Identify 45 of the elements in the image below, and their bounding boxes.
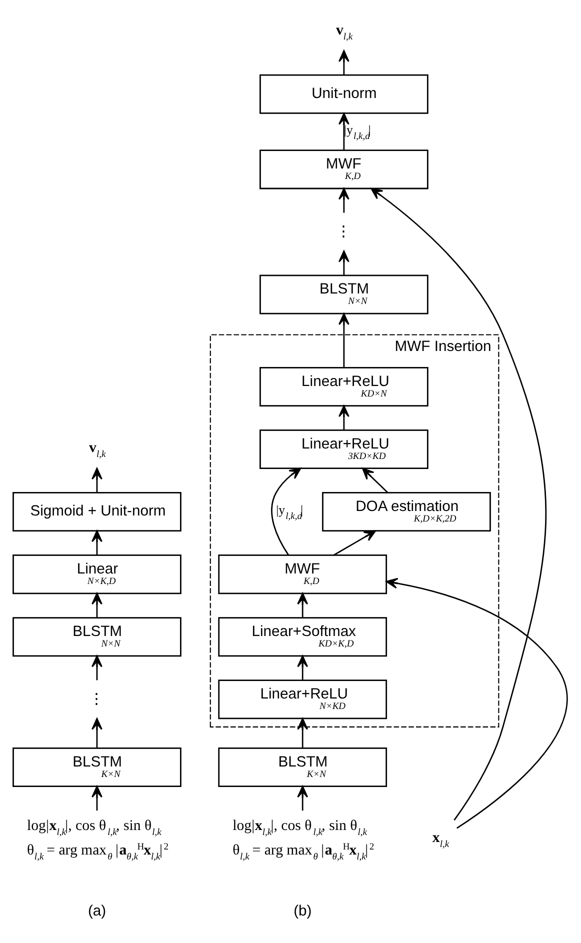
arrow bbox=[271, 468, 302, 556]
arrow bbox=[370, 188, 546, 821]
node-box: MWF K,D bbox=[218, 554, 388, 594]
node-box: Unit-norm bbox=[260, 74, 428, 114]
node-box: BLSTM K×N bbox=[218, 747, 388, 787]
node-text: ⋮ bbox=[336, 224, 351, 240]
arrow bbox=[338, 50, 350, 75]
arrow bbox=[333, 530, 376, 556]
node-box: MWF K,D bbox=[260, 150, 428, 190]
label: (b) bbox=[294, 903, 312, 920]
arrow bbox=[297, 592, 308, 618]
arrow bbox=[92, 655, 102, 680]
arrow bbox=[338, 405, 350, 430]
node-box: Sigmoid + Unit-norm bbox=[12, 492, 182, 532]
arrow bbox=[362, 468, 388, 494]
arrow bbox=[338, 188, 350, 213]
edge-label: |y$_{l,k,d}$| bbox=[276, 503, 304, 522]
arrow bbox=[92, 592, 102, 618]
node-box: Linear N×K,D bbox=[12, 554, 182, 594]
arrow bbox=[92, 786, 102, 811]
arrow bbox=[297, 718, 308, 748]
node-box: Linear+Softmax KD×K,D bbox=[218, 617, 388, 657]
node-box: Linear+ReLU KD×N bbox=[260, 366, 428, 406]
arrow bbox=[92, 468, 102, 493]
node-text: log|x$_{l,k}$|, cos θ$_{l,k}$, sin θ$_{l,k}$ θ$_{l,k}$ = arg max$_{θ}$ |a$_{θ,k}$$^{H}$x$_{l,k}$|$^{2}$ bbox=[232, 818, 374, 862]
label: (a) bbox=[88, 903, 106, 920]
node-box: BLSTM N×N bbox=[260, 274, 428, 314]
arrow bbox=[338, 112, 350, 150]
arrow bbox=[92, 718, 102, 748]
arrow bbox=[338, 250, 350, 276]
arrow bbox=[338, 313, 350, 368]
node-text: x$_{l,k}$ bbox=[432, 830, 450, 850]
node-text: v$_{l,k}$ bbox=[336, 22, 353, 42]
node-box: BLSTM K×N bbox=[12, 747, 182, 787]
arrow bbox=[92, 530, 102, 556]
node-box: BLSTM N×N bbox=[12, 617, 182, 657]
node-box: Linear+ReLU N×KD bbox=[218, 680, 388, 720]
node-text: log|x$_{l,k}$|, cos θ$_{l,k}$, sin θ$_{l,k}$ θ$_{l,k}$ = arg max$_{θ}$ |a$_{θ,k}$$^{H}$x$_{l,k}$|$^{2}$ bbox=[27, 818, 169, 862]
node-box: Linear+ReLU 3KD×KD bbox=[260, 429, 428, 469]
node-box: DOA estimation K,D×K,2D bbox=[322, 492, 491, 532]
arrow bbox=[386, 578, 568, 829]
arrow bbox=[297, 786, 308, 811]
node-text: v$_{l,k}$ bbox=[89, 440, 106, 460]
arrow bbox=[297, 655, 308, 680]
node-text: ⋮ bbox=[89, 691, 104, 708]
